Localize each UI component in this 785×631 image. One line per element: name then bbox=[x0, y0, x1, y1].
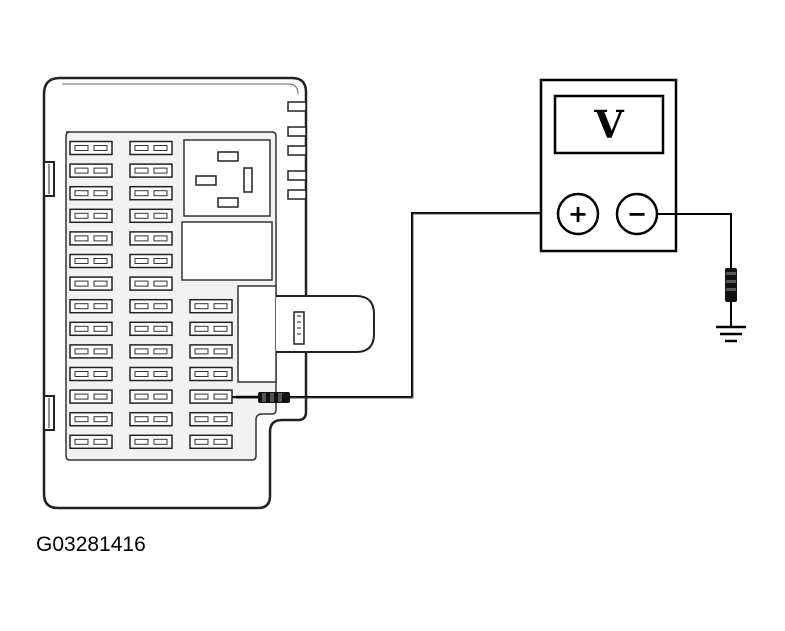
fuse-right-5 bbox=[189, 389, 233, 404]
positive-terminal-symbol: + bbox=[568, 200, 588, 228]
right-edge-tabs bbox=[287, 101, 307, 200]
test-probe-icon bbox=[236, 392, 290, 403]
fuse-left-7 bbox=[69, 276, 113, 291]
fuse-middle-4 bbox=[129, 208, 173, 224]
fuse-left-4 bbox=[69, 208, 113, 224]
connector-tab bbox=[276, 295, 375, 353]
fuse-middle-9 bbox=[129, 321, 173, 337]
fuse-right-6 bbox=[189, 411, 233, 427]
fuse-right-1 bbox=[189, 298, 233, 314]
vertical-relay bbox=[237, 285, 277, 383]
empty-slot bbox=[181, 221, 273, 281]
fuse-left-2 bbox=[69, 163, 113, 178]
fuse-middle-10 bbox=[129, 344, 173, 359]
negative-test-lead bbox=[657, 213, 737, 326]
figure-id-label: G03281416 bbox=[36, 533, 146, 556]
voltmeter-icon: V + − bbox=[539, 78, 678, 253]
fuse-middle-6 bbox=[129, 253, 173, 269]
fuse-right-3 bbox=[189, 344, 233, 359]
fuse-left-11 bbox=[69, 366, 113, 382]
fuse-left-8 bbox=[69, 298, 113, 314]
fuse-middle-11 bbox=[129, 366, 173, 382]
fuse-left-10 bbox=[69, 344, 113, 359]
fuse-left-14 bbox=[69, 434, 113, 450]
fuse-panel-top-edge bbox=[62, 83, 299, 95]
fuse-middle-2 bbox=[129, 163, 173, 178]
fuse-group bbox=[69, 140, 233, 450]
fuse-middle-7 bbox=[129, 276, 173, 291]
fuse-middle-8 bbox=[129, 298, 173, 314]
voltmeter-display bbox=[553, 94, 665, 155]
fuse-right-2 bbox=[189, 321, 233, 337]
fuse-middle-5 bbox=[129, 231, 173, 246]
fuse-middle-13 bbox=[129, 411, 173, 427]
fuse-left-13 bbox=[69, 411, 113, 427]
voltmeter-display-symbol: V bbox=[593, 102, 625, 147]
positive-test-lead bbox=[232, 212, 559, 399]
fuse-left-12 bbox=[69, 389, 113, 404]
fuse-left-6 bbox=[69, 253, 113, 269]
fuse-middle-14 bbox=[129, 434, 173, 450]
fuse-left-5 bbox=[69, 231, 113, 246]
negative-terminal-symbol: − bbox=[627, 200, 647, 228]
fuse-middle-1 bbox=[129, 140, 173, 156]
ground-symbol-icon bbox=[716, 325, 746, 343]
positive-terminal bbox=[556, 192, 600, 236]
fuse-left-9 bbox=[69, 321, 113, 337]
fuse-middle-12 bbox=[129, 389, 173, 404]
fuse-middle-3 bbox=[129, 185, 173, 201]
fuse-right-4 bbox=[189, 366, 233, 382]
fuse-left-1 bbox=[69, 140, 113, 156]
relay-block bbox=[183, 139, 271, 217]
fuse-panel-icon bbox=[42, 76, 375, 510]
fuse-right-7 bbox=[189, 434, 233, 450]
fuse-left-3 bbox=[69, 185, 113, 201]
